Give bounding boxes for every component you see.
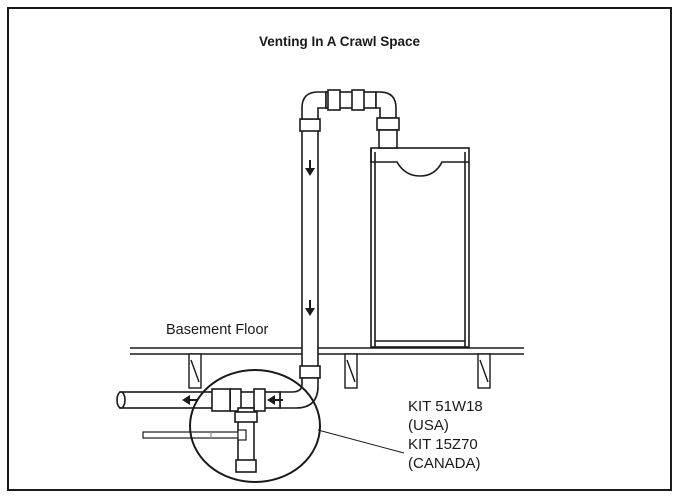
vent-pipe-vertical — [299, 118, 321, 379]
flow-arrows-down — [305, 160, 315, 316]
kit-callout-circle — [189, 369, 321, 483]
floor-joists — [188, 353, 491, 389]
basement-floor — [130, 347, 524, 355]
basement-floor-label: Basement Floor — [166, 322, 269, 338]
diagram-title: Venting In A Crawl Space — [258, 34, 421, 49]
kit-usa-number: KIT 51W18 — [408, 398, 483, 415]
diagram-border — [7, 7, 672, 491]
kit-label: KIT 51W18 (USA) KIT 15Z70 (CANADA) — [408, 397, 483, 473]
kit-leader-line — [317, 429, 405, 454]
tee-fitting — [116, 388, 258, 473]
flow-arrows-left — [182, 395, 283, 405]
drain-line — [142, 429, 247, 441]
kit-usa-region: (USA) — [408, 417, 449, 434]
kit-canada-number: KIT 15Z70 — [408, 436, 478, 453]
vent-pipe-top-loop — [301, 89, 400, 149]
kit-canada-region: (CANADA) — [408, 455, 481, 472]
furnace — [370, 147, 470, 348]
vent-pipe-lower — [229, 377, 319, 412]
